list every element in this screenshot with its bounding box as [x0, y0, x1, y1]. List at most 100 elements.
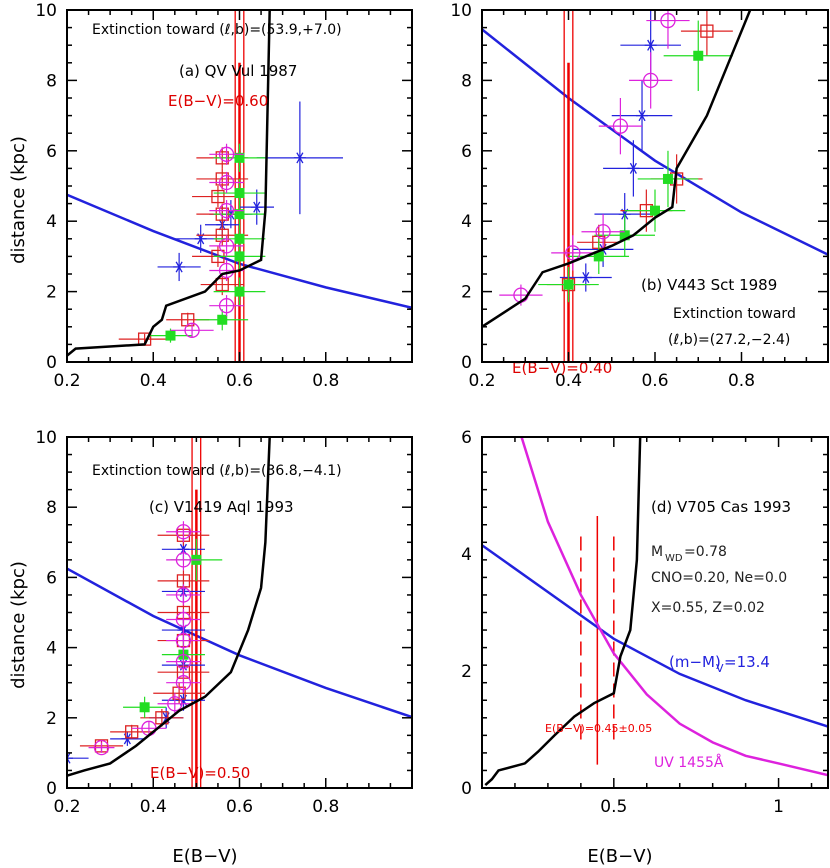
- marker: [234, 251, 245, 262]
- annotation-xz: X=0.55, Z=0.02: [651, 600, 765, 616]
- marker: [67, 752, 71, 760]
- distance-modulus-curve: [67, 567, 412, 719]
- data-point-open-circle: [209, 171, 244, 194]
- y-tick-label: 2: [46, 283, 57, 303]
- data-point-asterisk: [110, 731, 145, 746]
- series-label-blue: (m−M): [669, 653, 721, 671]
- x-tick-label: 1: [773, 797, 784, 817]
- marker: [215, 172, 229, 186]
- data-point-open-circle: [88, 739, 115, 756]
- marker: [218, 146, 235, 162]
- marker: [296, 152, 304, 164]
- marker: [175, 653, 192, 670]
- annotation-mwd-sub: WD: [665, 553, 683, 564]
- data-point-open-circle: [166, 584, 201, 606]
- data-point-filled-square: [594, 214, 655, 257]
- marker: [234, 188, 245, 199]
- marker: [565, 245, 581, 261]
- data-point-open-square: [110, 724, 154, 739]
- x-tick-label: 0.2: [468, 371, 495, 391]
- plot-area: [482, 10, 828, 362]
- y-tick-label: 8: [46, 498, 57, 518]
- y-tick-label: 10: [450, 1, 472, 21]
- data-point-open-circle: [551, 235, 595, 271]
- marker: [619, 230, 630, 241]
- y-axis-title-bottom: distance (kpc): [8, 561, 29, 689]
- marker: [218, 238, 235, 254]
- marker: [175, 552, 192, 568]
- plot-area: [67, 10, 412, 362]
- annotation-mwd: M: [651, 544, 663, 560]
- data-point-open-circle: [157, 693, 193, 715]
- data-point-open-circle: [166, 521, 201, 543]
- marker: [647, 39, 655, 51]
- marker: [175, 524, 192, 540]
- data-point-open-circle: [629, 52, 673, 109]
- y-tick-label: 0: [461, 779, 472, 799]
- annotation: E(B−V)=0.50: [150, 764, 250, 782]
- data-point-open-circle: [170, 322, 214, 338]
- y-tick-label: 4: [46, 639, 57, 659]
- data-point-filled-square: [624, 189, 686, 232]
- data-point-open-circle: [209, 235, 244, 257]
- marker: [215, 228, 229, 242]
- marker: [175, 587, 192, 603]
- marker: [693, 50, 704, 61]
- x-tick-label: 0.4: [555, 371, 582, 391]
- y-tick-label: 8: [461, 71, 472, 91]
- marker: [234, 233, 245, 244]
- panel-label: (a) QV Vul 1987: [179, 62, 297, 80]
- plot-frame: [481, 9, 829, 363]
- marker: [582, 271, 590, 284]
- data-point-open-circle: [646, 10, 690, 49]
- series-label-magenta: UV 1455Å: [654, 754, 724, 771]
- annotation: Extinction toward (ℓ,b)=(36.8,−4.1): [92, 463, 342, 479]
- y-tick-label: 8: [46, 71, 57, 91]
- data-point-asterisk: [157, 252, 201, 282]
- data-point-asterisk: [611, 80, 673, 151]
- data-point-filled-square: [663, 20, 733, 91]
- marker: [123, 733, 131, 745]
- plot-area: [67, 437, 412, 788]
- marker: [218, 202, 235, 219]
- x-tick-label: 0.8: [312, 797, 339, 817]
- x-tick-label: 0.6: [226, 371, 253, 391]
- marker: [175, 632, 192, 649]
- x-tick-label: 0.2: [53, 371, 80, 391]
- data-point-filled-square: [213, 224, 266, 253]
- extinction-curve: [482, 10, 752, 328]
- marker: [175, 611, 192, 628]
- y-tick-label: 2: [461, 662, 472, 682]
- marker: [595, 224, 611, 240]
- panel-label: (d) V705 Cas 1993: [651, 498, 791, 516]
- marker: [638, 110, 646, 122]
- extinction-curve: [67, 10, 271, 357]
- plot-frame: [66, 9, 413, 363]
- data-point-open-circle: [581, 214, 625, 250]
- x-tick-label: 0.8: [312, 371, 339, 391]
- marker: [175, 261, 183, 273]
- data-point-asterisk: [239, 189, 274, 225]
- marker: [643, 72, 659, 89]
- series-label-blue-sub: V: [716, 662, 724, 675]
- marker: [175, 675, 192, 691]
- extinction-curve: [67, 437, 271, 777]
- marker: [67, 756, 71, 764]
- data-point-open-circle: [166, 651, 201, 673]
- marker: [165, 330, 176, 341]
- x-tick-label: 0.4: [140, 371, 167, 391]
- marker: [217, 314, 228, 325]
- y-tick-label: 4: [461, 545, 472, 565]
- marker: [218, 174, 235, 191]
- data-point-asterisk: [559, 263, 612, 292]
- y-axis-title-top: distance (kpc): [8, 136, 29, 264]
- y-tick-label: 4: [461, 212, 472, 232]
- data-point-open-circle: [209, 200, 244, 222]
- data-point-open-square: [153, 682, 205, 704]
- marker: [234, 209, 245, 220]
- data-point-open-circle: [166, 672, 201, 694]
- y-tick-label: 10: [35, 1, 57, 21]
